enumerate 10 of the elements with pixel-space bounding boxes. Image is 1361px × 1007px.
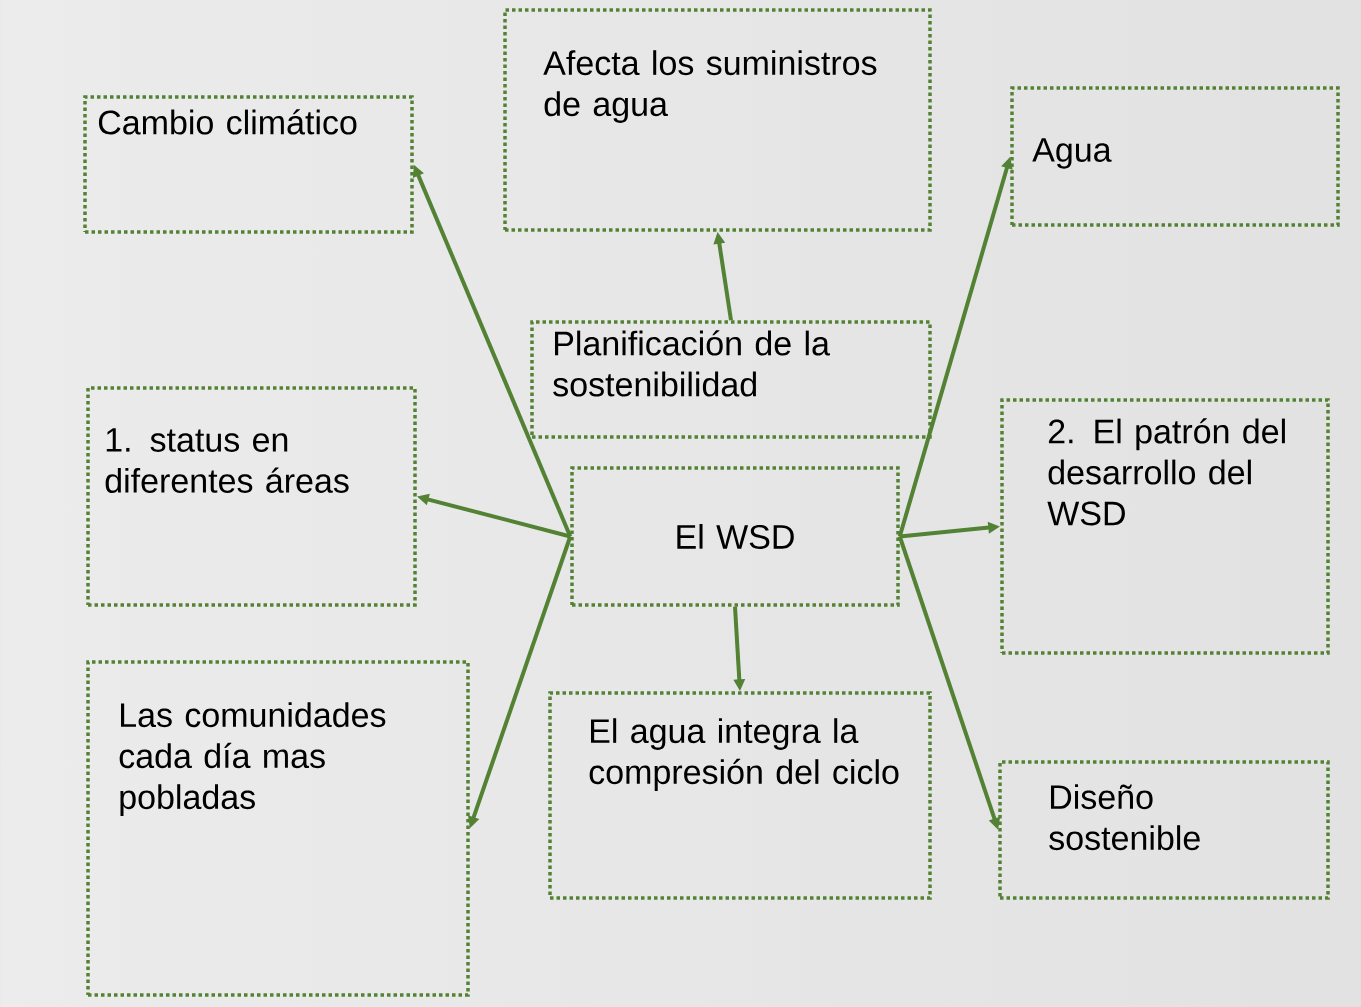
text-box: 1. status en diferentes áreas: [86, 386, 417, 607]
text-box: El agua integra la compresión del ciclo: [548, 691, 932, 900]
text-box: Planificación de la sostenibilidad: [530, 320, 932, 439]
text-box: Cambio climático: [83, 95, 414, 234]
text-box: Diseño sostenible: [998, 760, 1330, 900]
text-box: Afecta los suministros de agua: [503, 8, 932, 232]
text-box: El WSD: [570, 466, 900, 607]
text-box: Las comunidades cada día mas pobladas: [86, 660, 470, 997]
text-box: 2. El patrón del desarrollo del WSD: [1000, 398, 1330, 655]
text-box: Agua: [1010, 86, 1340, 227]
